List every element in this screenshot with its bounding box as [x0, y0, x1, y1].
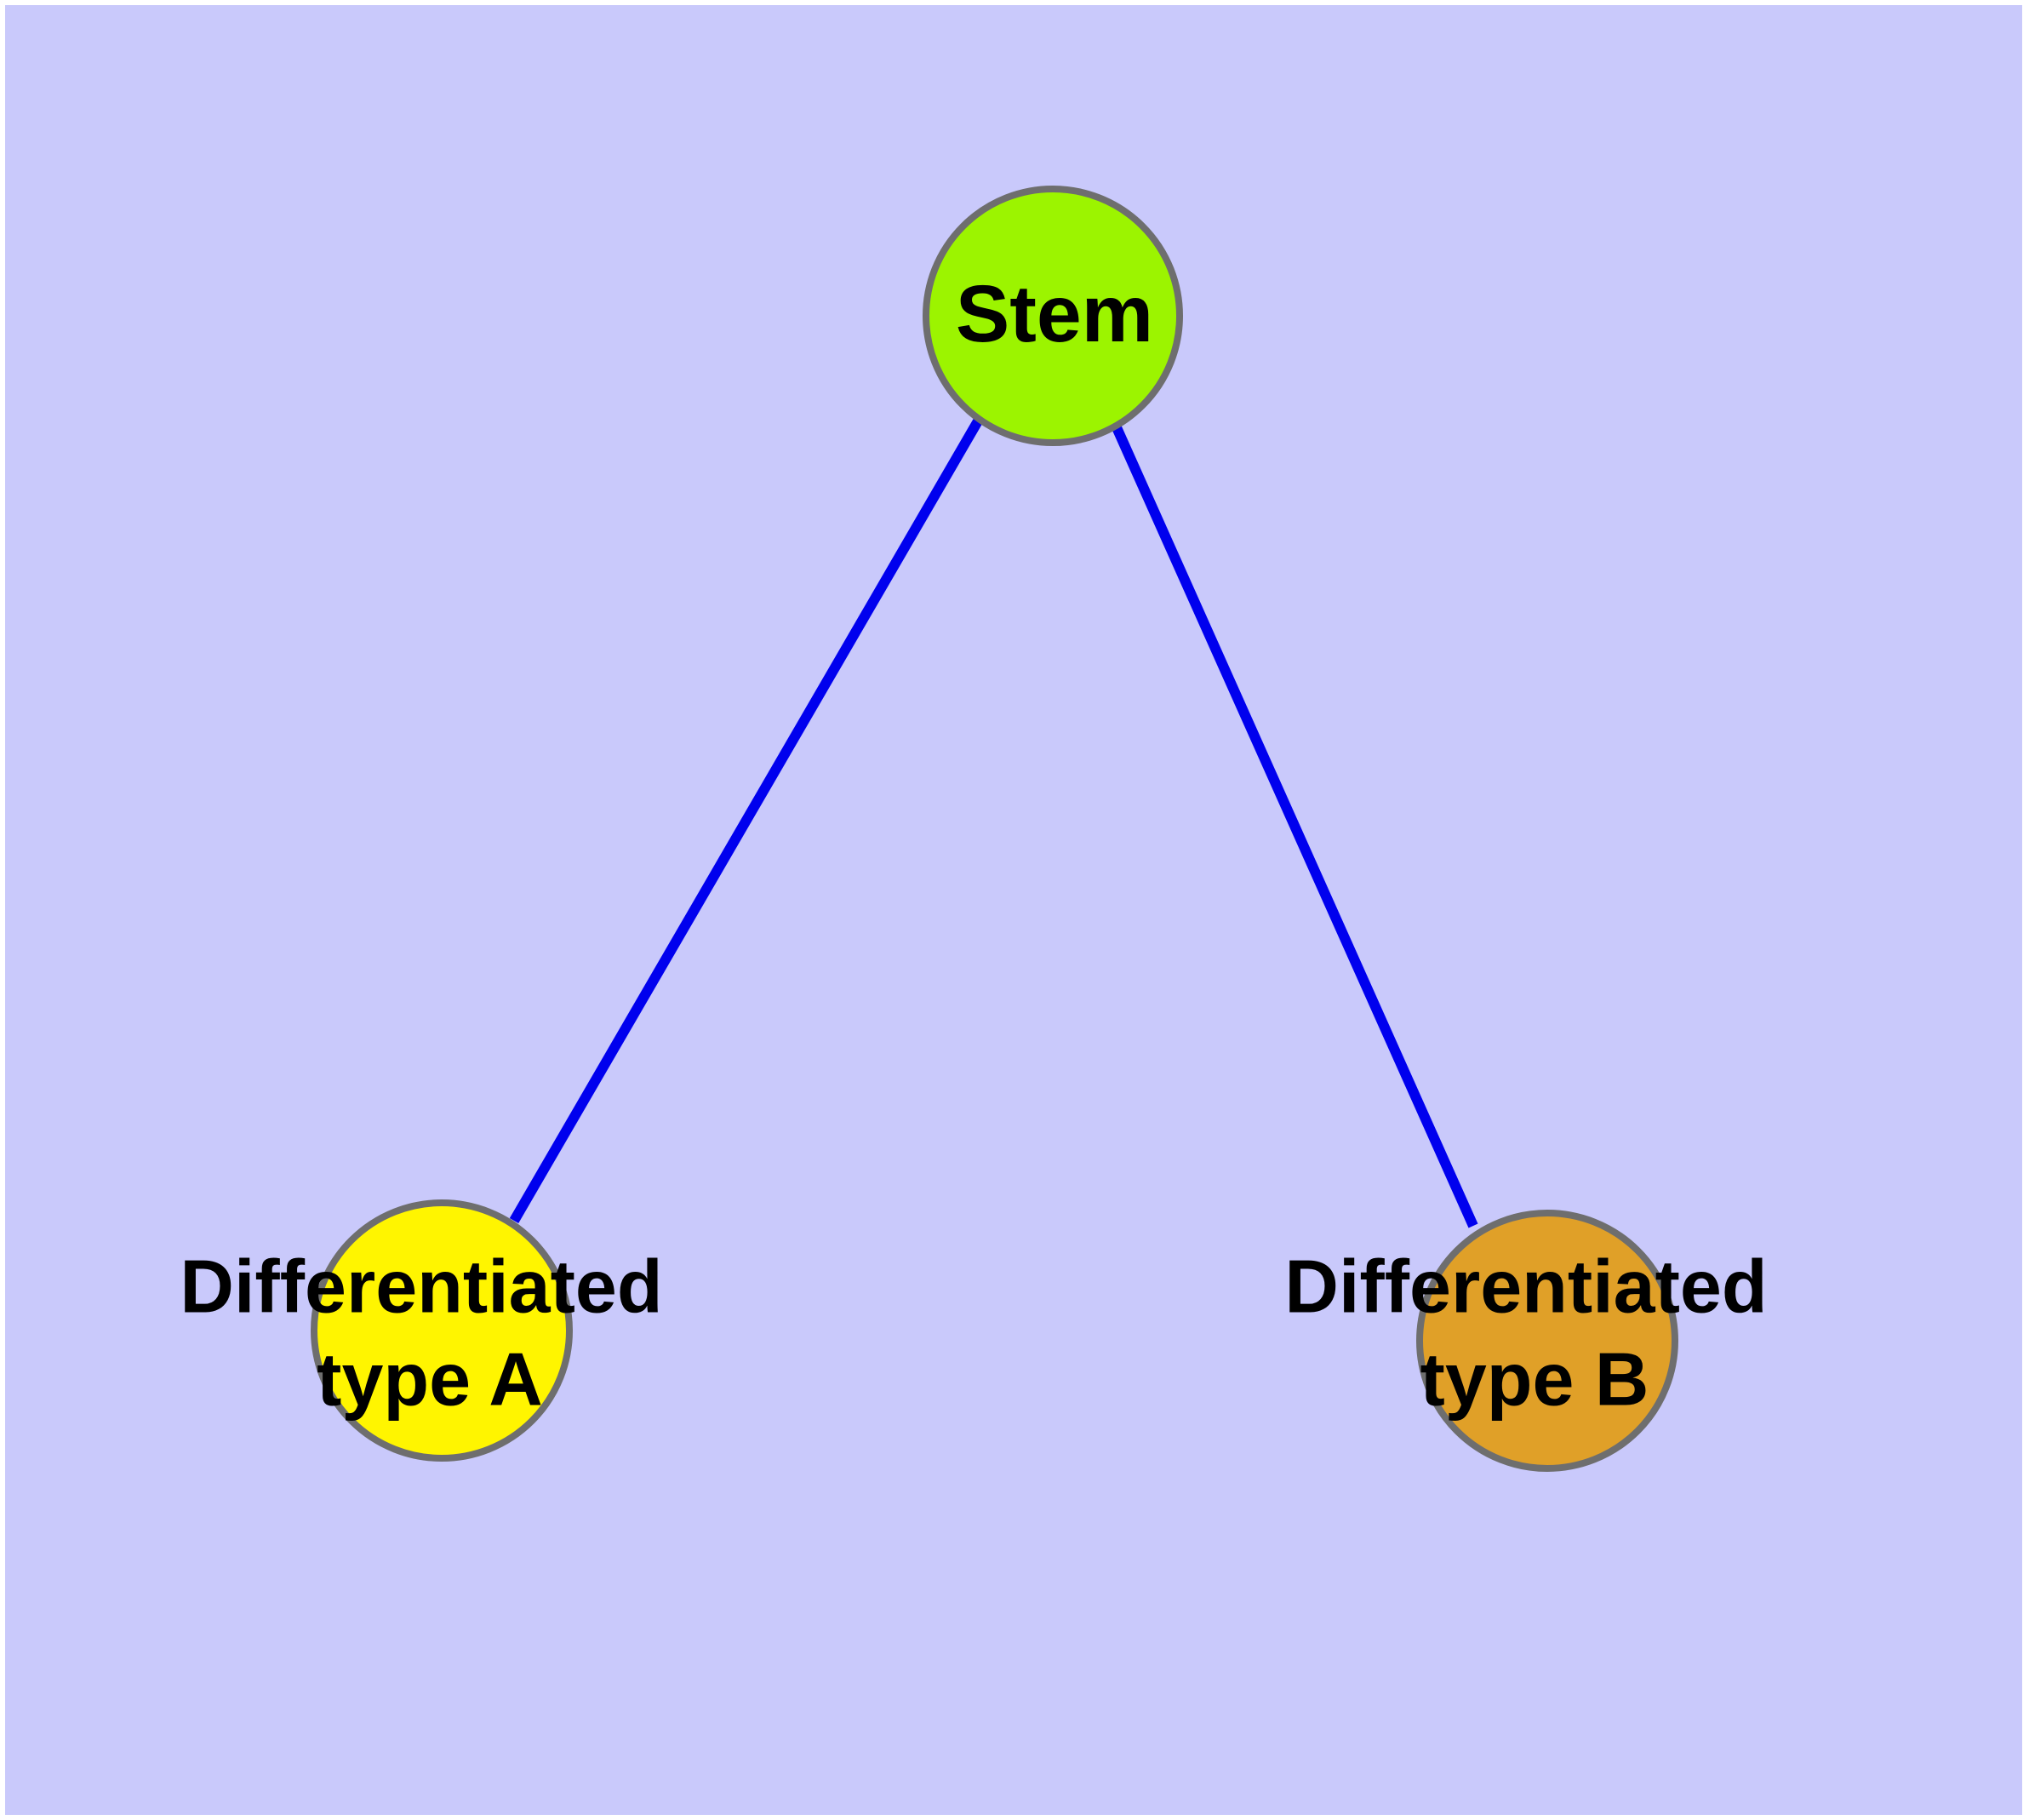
node-differentiated-type-a-label-line1: Differentiated	[180, 1244, 662, 1328]
edge-layer	[509, 416, 1478, 1228]
node-differentiated-type-a-circle[interactable]	[311, 1199, 573, 1462]
node-differentiated-type-b-label-line2: type B	[1420, 1336, 1649, 1421]
node-stem[interactable]	[923, 186, 1183, 446]
node-differentiated-type-a[interactable]	[311, 1199, 573, 1462]
node-differentiated-type-b-label-line1: Differentiated	[1284, 1244, 1767, 1328]
node-differentiated-type-b-circle[interactable]	[1416, 1210, 1678, 1472]
node-stem-label: Stem	[956, 269, 1153, 359]
edge-stem-to-differentiated-type-a[interactable]	[509, 416, 984, 1224]
node-layer	[311, 186, 1678, 1472]
label-layer: Stem Differentiated type A Differentiate…	[180, 269, 1767, 1421]
node-stem-circle[interactable]	[923, 186, 1183, 446]
edge-stem-to-differentiated-type-b[interactable]	[1111, 423, 1478, 1228]
node-differentiated-type-a-label-line2: type A	[317, 1336, 543, 1421]
node-differentiated-type-b[interactable]	[1416, 1210, 1678, 1472]
